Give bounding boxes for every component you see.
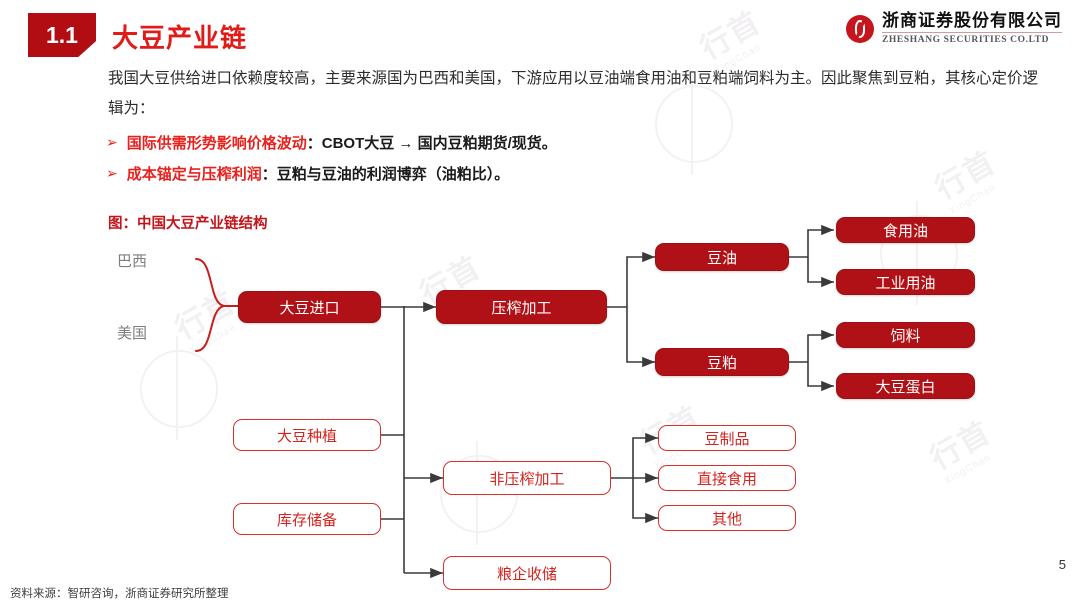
node-industrial-oil[interactable]: 工业用油 <box>836 269 975 295</box>
source-note: 资料来源：智研咨询，浙商证券研究所整理 <box>10 588 229 600</box>
intro-paragraph: 我国大豆供给进口依赖度较高，主要来源国为巴西和美国，下游应用以豆油端食用油和豆粕… <box>108 70 1039 117</box>
list-item: ➢ 国际供需形势影响价格波动：CBOT大豆 → 国内豆粕期货/现货。 <box>106 128 557 159</box>
node-other[interactable]: 其他 <box>658 505 796 531</box>
node-inventory-reserve[interactable]: 库存储备 <box>233 503 381 535</box>
logo-company-name-cn: 浙商证券股份有限公司 <box>882 11 1062 33</box>
node-soy-products[interactable]: 豆制品 <box>658 425 796 451</box>
node-soybean-import[interactable]: 大豆进口 <box>238 291 381 323</box>
bullet-list: ➢ 国际供需形势影响价格波动：CBOT大豆 → 国内豆粕期货/现货。 ➢ 成本锚… <box>106 128 557 190</box>
node-soy-protein[interactable]: 大豆蛋白 <box>836 373 975 399</box>
page-title: 大豆产业链 <box>112 23 248 53</box>
bullet-arrow-icon: ➢ <box>106 134 118 150</box>
node-non-crushing[interactable]: 非压榨加工 <box>443 461 611 495</box>
bullet-lead: 国际供需形势影响价格波动 <box>126 135 307 152</box>
node-crushing[interactable]: 压榨加工 <box>436 290 607 324</box>
source-label-brazil: 巴西 <box>117 253 148 270</box>
node-soybean-planting[interactable]: 大豆种植 <box>233 419 381 451</box>
figure-caption: 图：中国大豆产业链结构 <box>108 216 268 232</box>
page-number: 5 <box>1058 557 1066 572</box>
bullet-rest: ：CBOT大豆 → 国内豆粕期货/现货。 <box>306 135 557 152</box>
node-feed[interactable]: 饲料 <box>836 322 975 348</box>
bullet-rest: ：豆粕与豆油的利润博弈（油粕比）。 <box>261 166 510 183</box>
source-label-usa: 美国 <box>117 325 148 342</box>
node-soybean-oil[interactable]: 豆油 <box>655 243 789 271</box>
zheshang-logo-mark-icon <box>846 14 874 43</box>
logo-company-name-en: ZHESHANG SECURITIES CO.LTD <box>882 34 1050 45</box>
list-item: ➢ 成本锚定与压榨利润：豆粕与豆油的利润博弈（油粕比）。 <box>106 159 557 190</box>
node-direct-consumption[interactable]: 直接食用 <box>658 465 796 491</box>
section-number-badge: 1.1 <box>28 13 96 57</box>
node-soybean-meal[interactable]: 豆粕 <box>655 348 789 376</box>
node-edible-oil[interactable]: 食用油 <box>836 217 975 243</box>
bullet-arrow-icon: ➢ <box>106 165 118 181</box>
company-logo: 浙商证券股份有限公司 ZHESHANG SECURITIES CO.LTD <box>846 11 1062 45</box>
bullet-lead: 成本锚定与压榨利润 <box>126 166 262 183</box>
node-grain-enterprise[interactable]: 粮企收储 <box>443 556 611 590</box>
